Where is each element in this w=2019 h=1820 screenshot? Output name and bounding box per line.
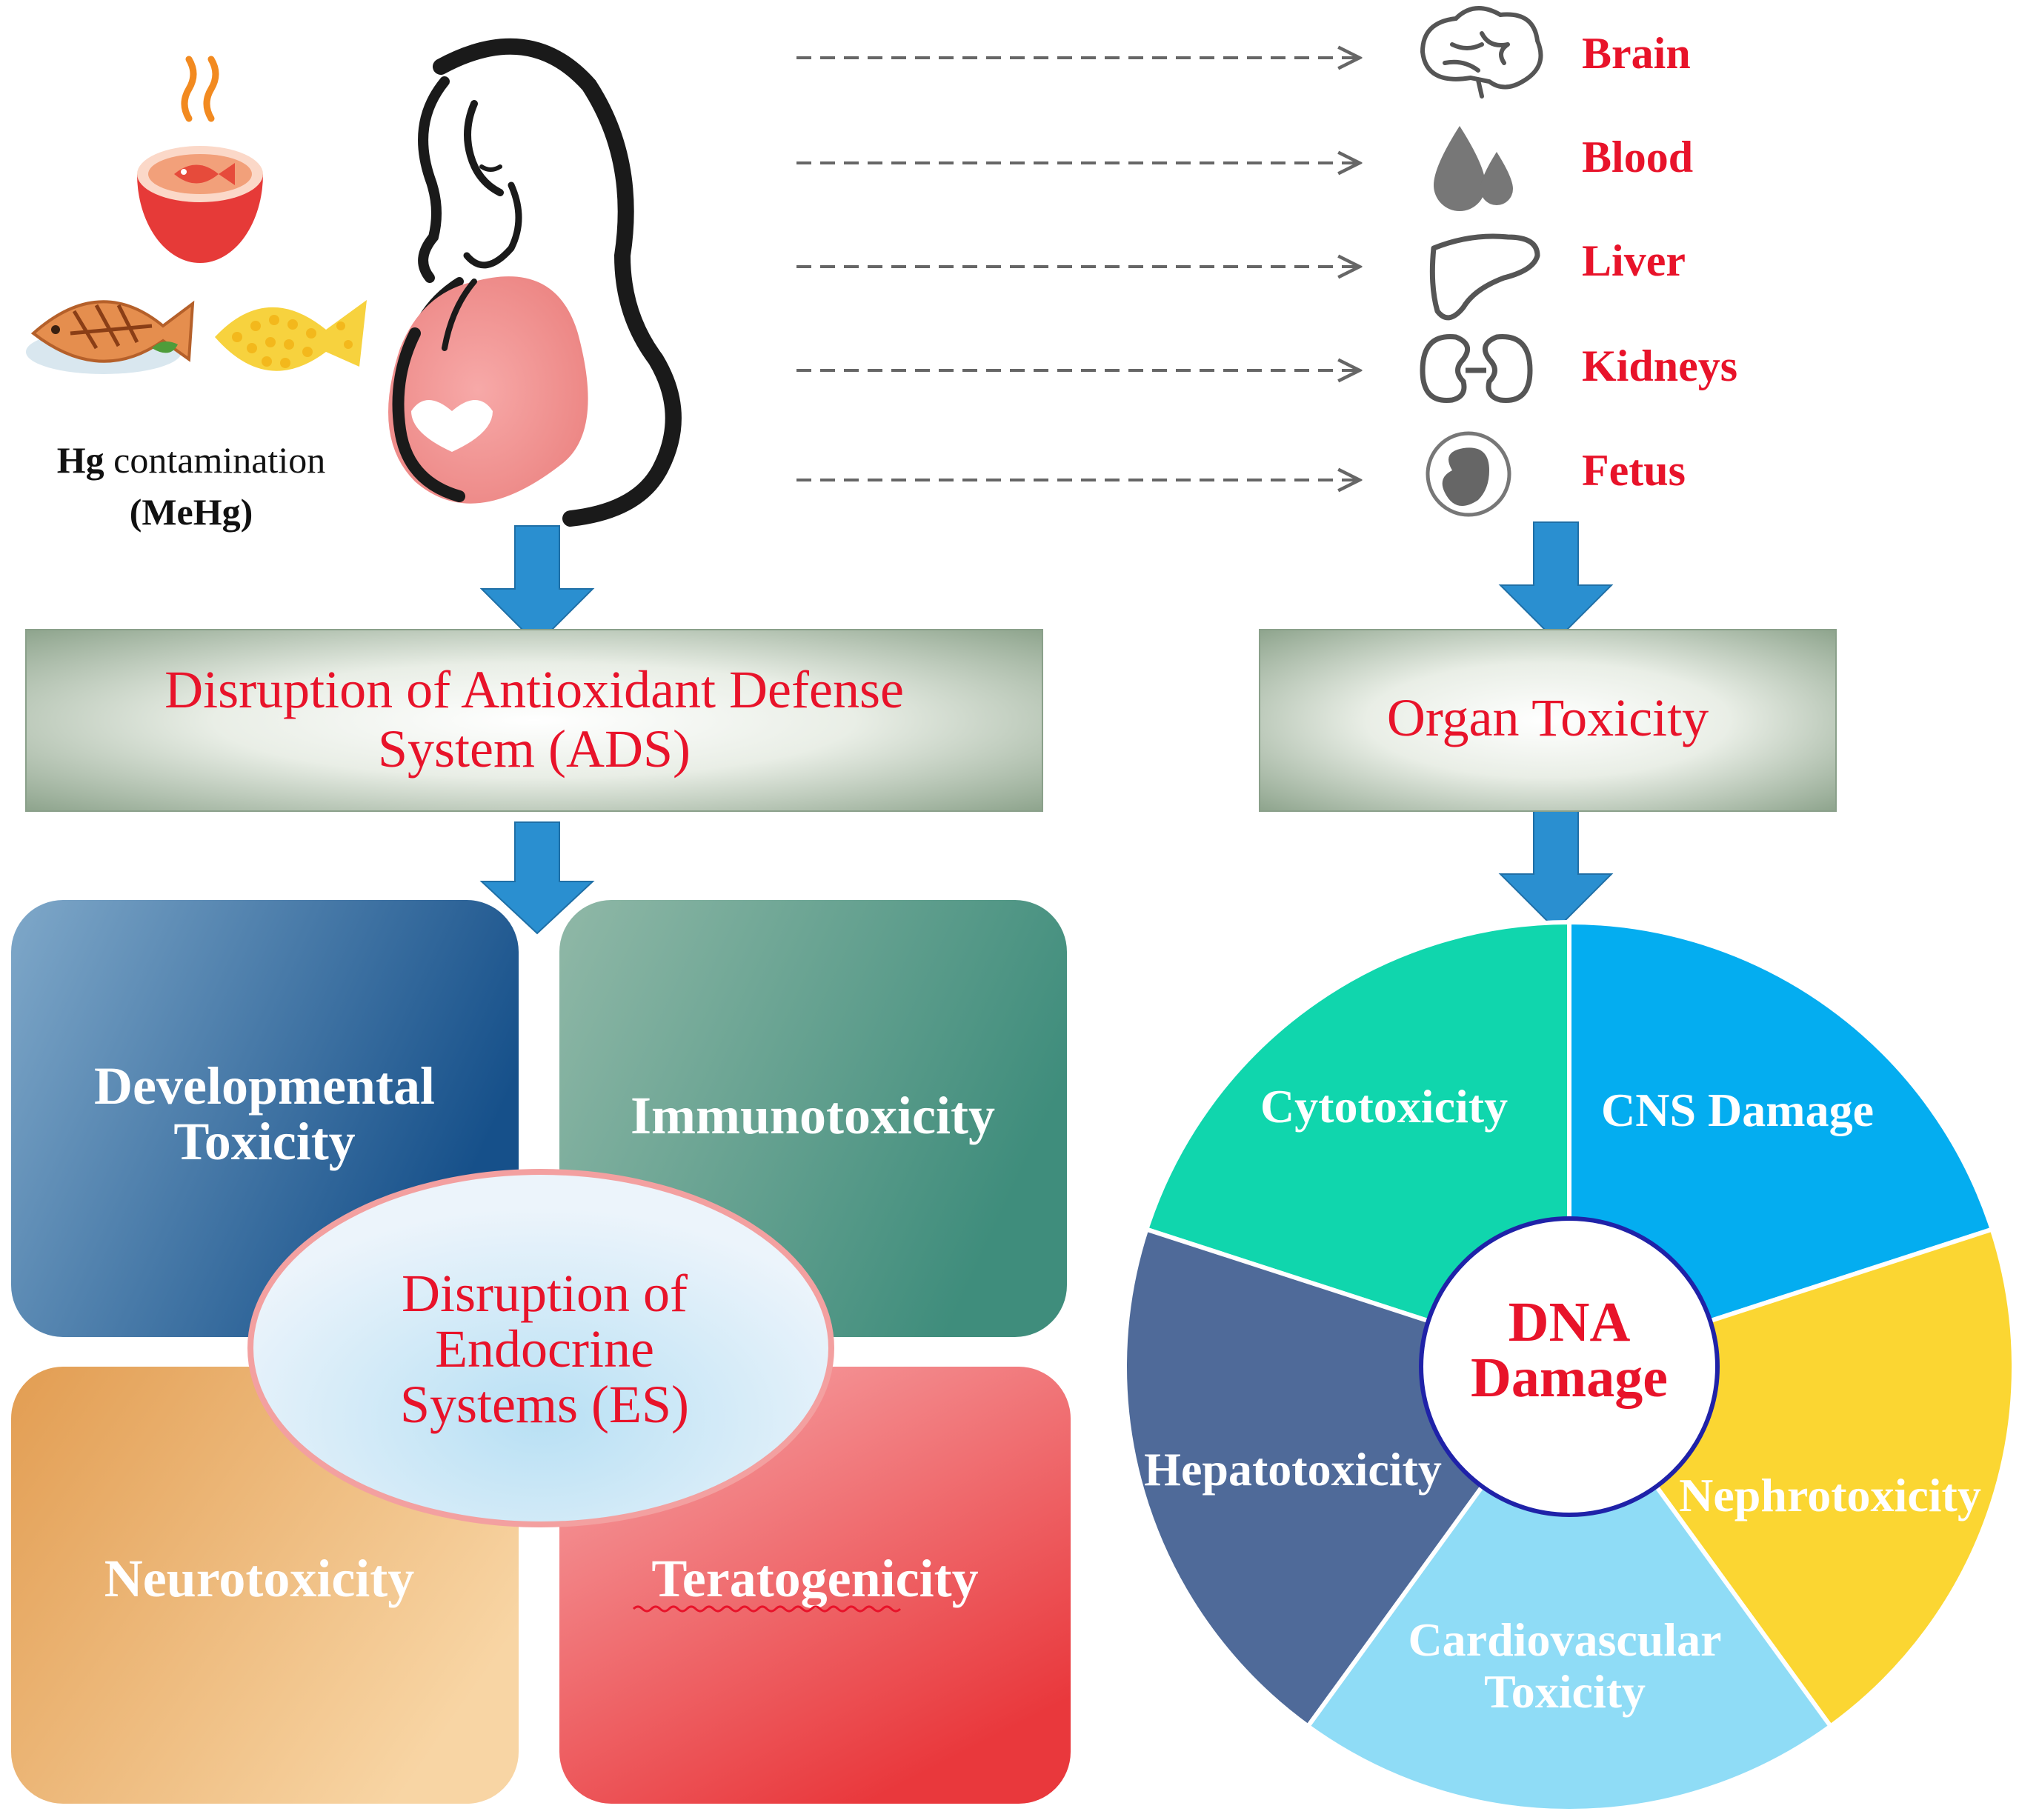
arrow-down-to-organ-box bbox=[1498, 521, 1614, 642]
wheel-center-line1: DNA bbox=[1509, 1291, 1631, 1353]
wheel-label-cytotoxicity: Cytotoxicity bbox=[1260, 1080, 1508, 1133]
arrow-down-to-tiles bbox=[479, 821, 595, 935]
organ-label-kidneys: Kidneys bbox=[1582, 341, 1737, 390]
endocrine-line1: Disruption of bbox=[402, 1264, 688, 1323]
tile-developmental-line1: Developmental bbox=[94, 1056, 435, 1116]
grilled-fish-icon bbox=[26, 300, 195, 374]
wheel-label-cardiovascular-line1: Cardiovascular bbox=[1408, 1613, 1721, 1666]
source-label-line2: (MeHg) bbox=[130, 491, 253, 533]
wheel-segment-cns-damage bbox=[1567, 919, 1995, 1370]
flow-arrows bbox=[479, 521, 1614, 935]
organ-toxicity-box: Organ Toxicity bbox=[1259, 629, 1837, 812]
ads-box: Disruption of Antioxidant Defense System… bbox=[25, 629, 1043, 812]
organ-label-brain: Brain bbox=[1582, 29, 1691, 78]
endocrine-line3: Systems (ES) bbox=[400, 1375, 689, 1434]
brain-icon bbox=[1420, 6, 1543, 99]
wheel-center-circle bbox=[1419, 1216, 1720, 1517]
tile-developmental-line2: Toxicity bbox=[173, 1112, 355, 1171]
pregnant-woman-illustration bbox=[388, 38, 682, 527]
ads-box-line2: System (ADS) bbox=[378, 719, 691, 779]
wheel-center-line2: Damage bbox=[1471, 1347, 1668, 1409]
kidneys-icon bbox=[1420, 334, 1533, 403]
effects-wheel: Cytotoxicity CNS Damage Nephrotoxicity C… bbox=[1122, 919, 2016, 1813]
wheel-segment-cardiovascular bbox=[1305, 1362, 1834, 1813]
spellcheck-underline bbox=[632, 1605, 902, 1613]
fish-soup-icon bbox=[137, 56, 263, 263]
wheel-label-cardiovascular-line2: Toxicity bbox=[1484, 1665, 1646, 1718]
blood-drop-icon bbox=[1434, 126, 1513, 211]
wheel-segment-cytotoxicity bbox=[1143, 919, 1571, 1370]
liver-icon bbox=[1429, 233, 1540, 321]
source-label: Hg contamination (MeHg) bbox=[57, 439, 325, 533]
ads-box-line1: Disruption of Antioxidant Defense bbox=[164, 660, 904, 719]
organ-label-blood: Blood bbox=[1582, 133, 1693, 181]
wheel-label-hepatotoxicity: Hepatotoxicity bbox=[1144, 1443, 1442, 1496]
source-label-bold: Hg bbox=[57, 439, 104, 481]
endocrine-line2: Endocrine bbox=[435, 1319, 654, 1379]
organ-label-liver: Liver bbox=[1582, 236, 1686, 285]
tile-teratogenicity-label: Teratogenicity bbox=[651, 1549, 978, 1608]
wheel-label-nephrotoxicity: Nephrotoxicity bbox=[1679, 1469, 1981, 1521]
endocrine-ellipse: Disruption of Endocrine Systems (ES) bbox=[247, 1169, 834, 1527]
wheel-label-cns-damage: CNS Damage bbox=[1601, 1084, 1874, 1136]
organ-toxicity-label: Organ Toxicity bbox=[1387, 688, 1709, 747]
fish-eggs-icon bbox=[215, 300, 367, 371]
fetus-icon bbox=[1426, 431, 1511, 517]
tile-immunotoxicity-label: Immunotoxicity bbox=[631, 1086, 995, 1145]
arrow-down-to-wheel bbox=[1498, 810, 1614, 931]
svg-text:Hg contamination: Hg contamination bbox=[57, 439, 325, 481]
arrow-down-to-ads bbox=[479, 525, 595, 646]
organ-label-fetus: Fetus bbox=[1582, 446, 1686, 495]
dashed-arrows bbox=[796, 58, 1360, 480]
organ-labels: Brain Blood Liver Kidneys Fetus bbox=[1582, 29, 1737, 495]
tile-neurotoxicity-label: Neurotoxicity bbox=[104, 1549, 415, 1608]
source-label-rest: contamination bbox=[104, 439, 326, 481]
